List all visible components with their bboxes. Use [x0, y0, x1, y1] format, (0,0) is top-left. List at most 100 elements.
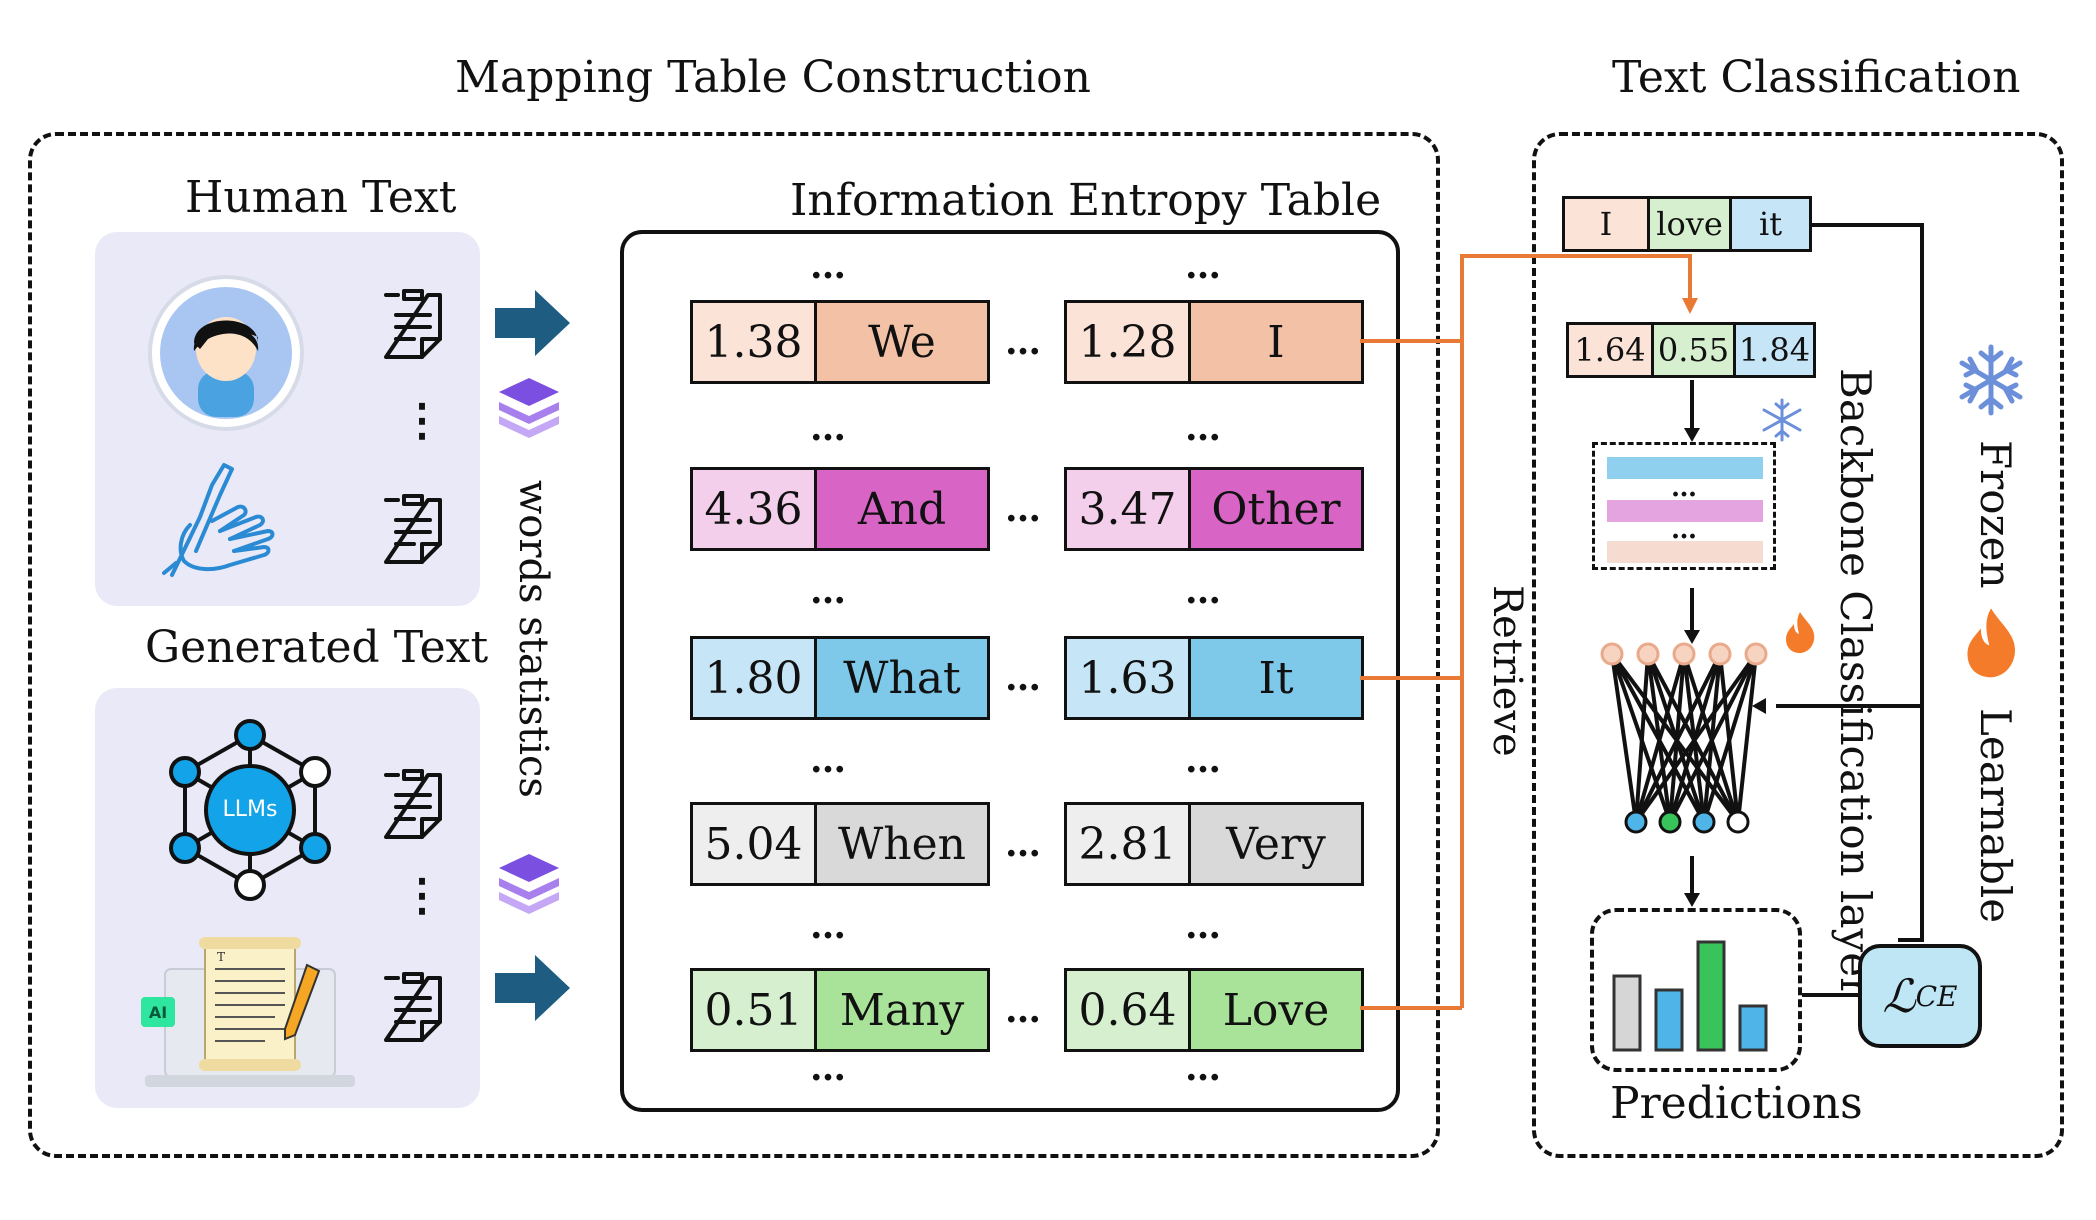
- row-ellipsis: …: [1005, 989, 1045, 1031]
- backbone-label: Backbone Classification layer: [1831, 368, 1880, 998]
- table-ellipsis: …: [1185, 570, 1225, 612]
- flow-arrowhead: [1752, 698, 1766, 714]
- entropy-word: Very: [1191, 805, 1361, 883]
- table-ellipsis: …: [810, 570, 850, 612]
- ai-badge: AI: [148, 1003, 168, 1022]
- row-ellipsis: …: [1005, 321, 1045, 363]
- handwriting-icon: [162, 463, 275, 577]
- entropy-table: [620, 230, 1400, 1112]
- entropy-value-cell: 1.84: [1733, 325, 1813, 375]
- vertical-ellipsis: ⋮: [400, 870, 444, 921]
- svg-text:T: T: [217, 950, 225, 964]
- embedding-ellipsis: …: [1671, 515, 1697, 545]
- ai-writing-icon: T: [141, 937, 355, 1087]
- entropy-word: When: [817, 805, 987, 883]
- retrieve-label: Retrieve: [1484, 585, 1530, 757]
- loss-symbol: ℒ: [1882, 969, 1916, 1023]
- prediction-bar: [1696, 940, 1726, 1052]
- person-avatar-icon: [148, 275, 304, 431]
- table-ellipsis: …: [1185, 905, 1225, 947]
- table-ellipsis: …: [810, 1047, 850, 1089]
- table-ellipsis: …: [1185, 245, 1225, 287]
- table-ellipsis: …: [810, 245, 850, 287]
- row-ellipsis: …: [1005, 823, 1045, 865]
- document-icon: [384, 289, 442, 359]
- entropy-value: 1.80: [693, 639, 817, 717]
- token-cell: I: [1565, 199, 1647, 249]
- predictions-box: [1590, 908, 1802, 1072]
- flame-icon: [1786, 612, 1815, 653]
- entropy-value: 5.04: [693, 805, 817, 883]
- llm-network-icon: [169, 719, 331, 901]
- predictions-label: Predictions: [1610, 1078, 1863, 1129]
- entropy-value: 2.81: [1067, 805, 1191, 883]
- entropy-word: It: [1191, 639, 1361, 717]
- document-icon: [384, 972, 442, 1042]
- table-ellipsis: …: [810, 407, 850, 449]
- layers-icon: [499, 854, 559, 914]
- entropy-value: 1.63: [1067, 639, 1191, 717]
- entropy-value-row: 1.64 0.55 1.84: [1566, 322, 1816, 378]
- loss-feedback-line: [1812, 223, 1924, 942]
- table-ellipsis: …: [1185, 739, 1225, 781]
- flow-arrowhead: [1684, 893, 1700, 907]
- flow-arrowhead: [1684, 630, 1700, 644]
- entropy-value: 0.64: [1067, 971, 1191, 1049]
- entropy-value: 1.28: [1067, 303, 1191, 381]
- frozen-label: Frozen: [1971, 440, 2020, 589]
- entropy-word: And: [817, 470, 987, 548]
- row-ellipsis: …: [1005, 657, 1045, 699]
- flow-arrowhead: [1684, 428, 1700, 442]
- loss-subscript: CE: [1915, 979, 1958, 1013]
- embedding-ellipsis: …: [1671, 473, 1697, 503]
- llm-label: LLMs: [222, 797, 278, 822]
- right-arrow-icon: [495, 955, 570, 1021]
- frozen-embedding-block: … …: [1592, 442, 1776, 570]
- human-text-label: Human Text: [185, 172, 457, 223]
- entropy-word: I: [1191, 303, 1361, 381]
- mapping-container: [28, 132, 1440, 1158]
- table-ellipsis: …: [1185, 407, 1225, 449]
- snowflake-icon: [1762, 398, 1802, 442]
- predictions-bar-chart: [1612, 940, 1768, 1052]
- entropy-value-cell: 1.64: [1569, 325, 1651, 375]
- input-token-row: I love it: [1562, 196, 1812, 252]
- document-icon: [384, 769, 442, 839]
- token-cell: it: [1729, 199, 1809, 249]
- generated-text-label: Generated Text: [145, 622, 489, 673]
- layers-icon: [499, 378, 559, 438]
- entropy-value: 0.51: [693, 971, 817, 1049]
- mapping-section-title: Mapping Table Construction: [455, 52, 1091, 103]
- table-ellipsis: …: [1185, 1047, 1225, 1089]
- classification-section-title: Text Classification: [1612, 52, 2021, 103]
- entropy-value: 1.38: [693, 303, 817, 381]
- entropy-word: Other: [1191, 470, 1361, 548]
- entropy-table-title: Information Entropy Table: [790, 175, 1382, 226]
- entropy-value-cell: 0.55: [1651, 325, 1733, 375]
- entropy-word: Many: [817, 971, 987, 1049]
- entropy-value: 3.47: [1067, 470, 1191, 548]
- table-ellipsis: …: [810, 739, 850, 781]
- row-ellipsis: …: [1005, 488, 1045, 530]
- embedding-bar: [1607, 541, 1763, 563]
- entropy-word: Love: [1191, 971, 1361, 1049]
- snowflake-icon: [1959, 344, 2023, 416]
- token-cell: love: [1647, 199, 1729, 249]
- entropy-word: What: [817, 639, 987, 717]
- embedding-bar: [1607, 457, 1763, 479]
- entropy-word: We: [817, 303, 987, 381]
- prediction-bar: [1612, 974, 1642, 1052]
- retrieve-arrowhead: [1682, 298, 1698, 314]
- learnable-label: Learnable: [1971, 708, 2020, 924]
- prediction-bar: [1738, 1004, 1768, 1052]
